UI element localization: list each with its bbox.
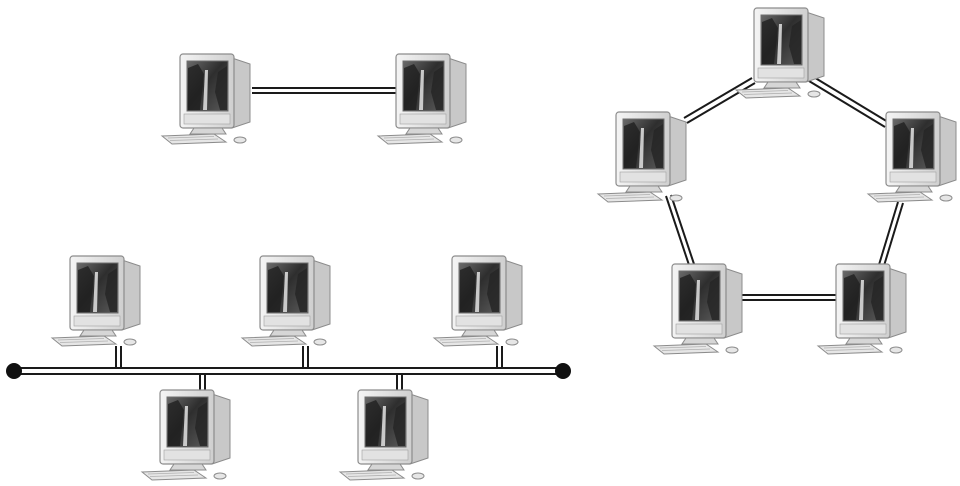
ring-link: [809, 76, 888, 127]
desktop-computer-icon: [52, 256, 140, 346]
desktop-computer-icon: [340, 390, 428, 480]
desktop-computer-icon: [818, 264, 906, 354]
desktop-computer-icon: [598, 112, 686, 202]
desktop-computer-icon: [378, 54, 466, 144]
desktop-computer-icon: [434, 256, 522, 346]
desktop-computer-icon: [654, 264, 742, 354]
bus-drop: [497, 346, 502, 368]
desktop-computer-icon: [736, 8, 824, 98]
ring-link: [666, 195, 695, 268]
bus-drop: [116, 346, 121, 368]
point-to-point-topology: [162, 54, 466, 144]
ring-link: [738, 295, 838, 300]
desktop-computer-icon: [162, 54, 250, 144]
bus-terminator-right: [555, 363, 571, 379]
bus-backbone: [14, 368, 564, 374]
ring-link: [684, 78, 755, 123]
bus-terminator-left: [6, 363, 22, 379]
desktop-computer-icon: [142, 390, 230, 480]
ring-link: [878, 202, 903, 269]
p2p-link: [252, 88, 398, 93]
bus-topology: [6, 256, 571, 480]
bus-drop: [303, 346, 308, 368]
ring-topology: [598, 8, 956, 354]
desktop-computer-icon: [242, 256, 330, 346]
